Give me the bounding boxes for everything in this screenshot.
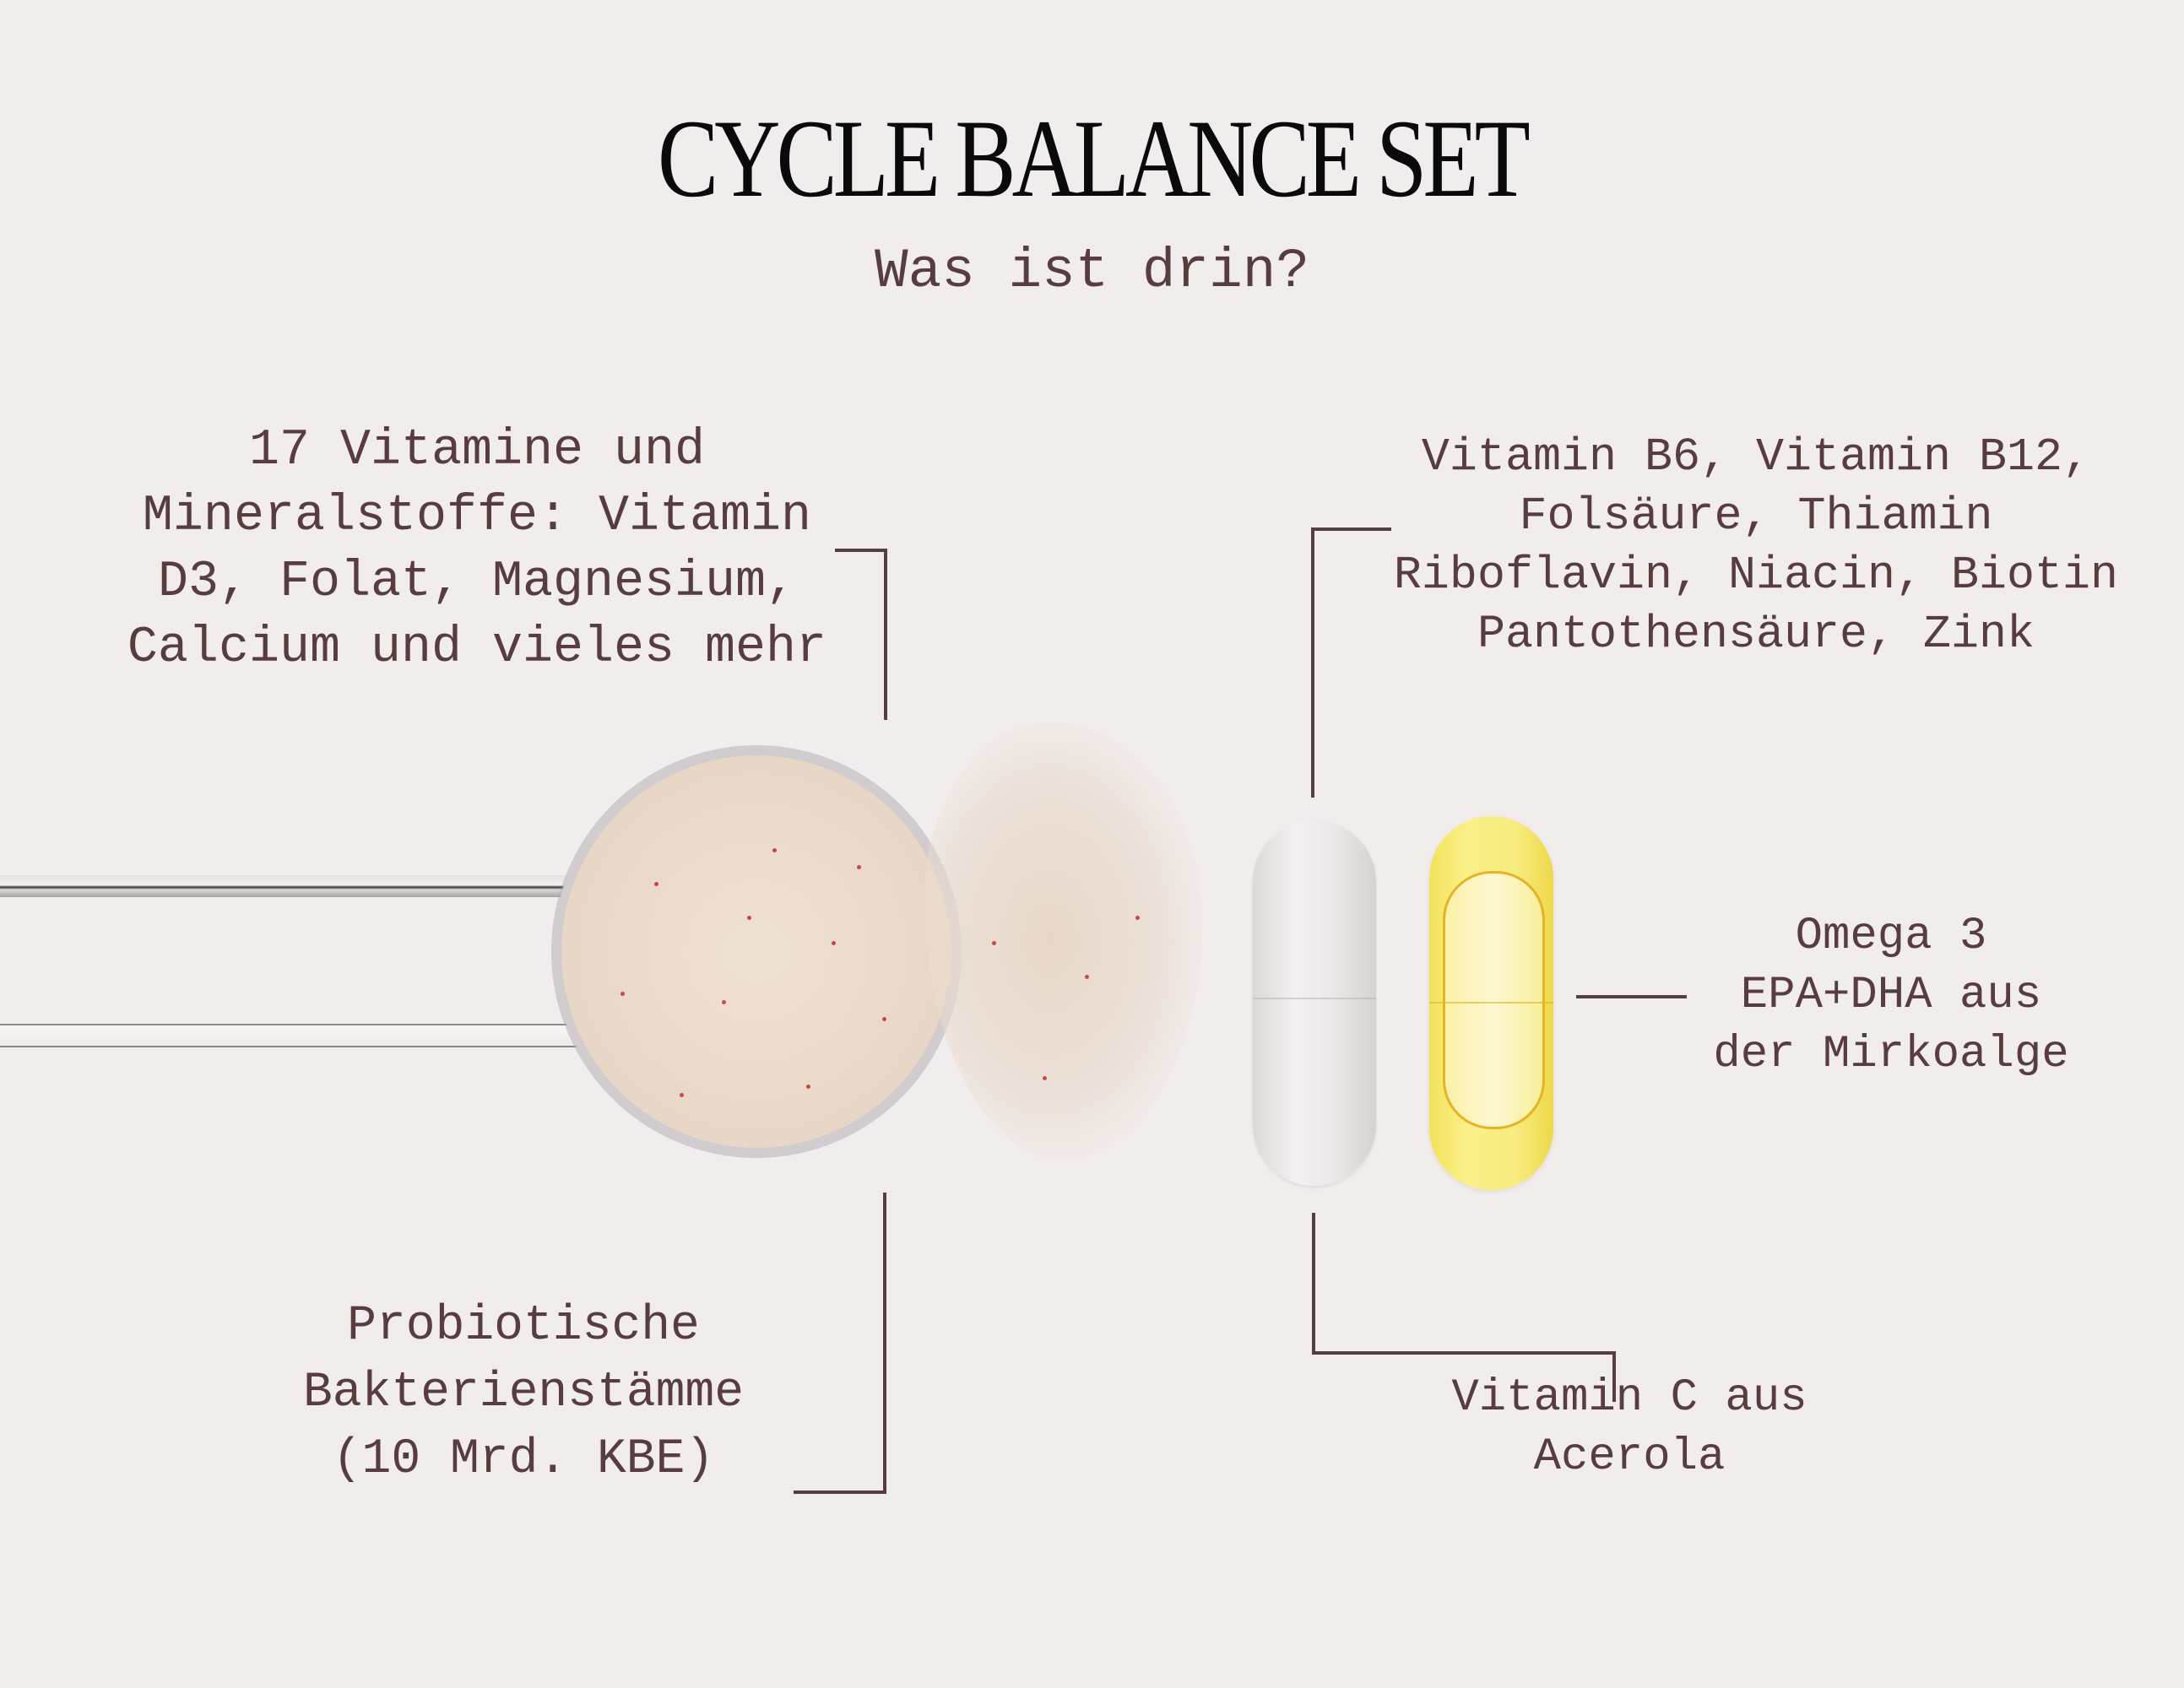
spoon-handle-upper: [0, 875, 591, 897]
annotation-line: Vitamin C aus: [1451, 1372, 1807, 1424]
white-capsule: [1253, 820, 1376, 1186]
annotation-line: D3, Folat, Magnesium,: [157, 554, 797, 611]
connector-bottom-left-horizontal: [794, 1491, 886, 1494]
annotation-line: 17 Vitamine und: [248, 422, 706, 479]
annotation-line: Riboflavin, Niacin, Biotin: [1393, 549, 2119, 602]
connector-top-left-vertical: [884, 549, 887, 720]
annotation-vitamins-minerals: 17 Vitamine und Mineralstoffe: Vitamin D…: [110, 418, 844, 681]
connector-omega: [1576, 995, 1687, 998]
connector-bottom-right-vertical: [1312, 1213, 1315, 1355]
omega-3-softgel: [1429, 816, 1553, 1190]
annotation-line: Vitamin B6, Vitamin B12,: [1421, 430, 2091, 484]
page-title: CYCLE BALANCE SET: [657, 96, 1531, 220]
annotation-line: Bakterienstämme: [302, 1366, 745, 1420]
annotation-line: EPA+DHA aus: [1740, 970, 2042, 1021]
annotation-line: Probiotische: [347, 1299, 700, 1354]
annotation-line: Folsäure, Thiamin: [1519, 490, 1993, 543]
connector-bottom-right-horizontal: [1312, 1351, 1615, 1355]
annotation-line: Calcium und vieles mehr: [127, 619, 827, 677]
annotation-line: Pantothensäure, Zink: [1477, 608, 2035, 661]
annotation-line: Mineralstoffe: Vitamin: [142, 488, 812, 545]
connector-top-right-horizontal: [1311, 528, 1391, 531]
connector-bottom-left-vertical: [883, 1193, 886, 1494]
annotation-vitamin-c: Vitamin C aus Acerola: [1418, 1369, 1840, 1487]
loose-powder-pile: [924, 722, 1203, 1160]
annotation-omega-3: Omega 3 EPA+DHA aus der Mirkoalge: [1680, 907, 2102, 1085]
annotation-line: Acerola: [1533, 1431, 1726, 1483]
annotation-b-vitamins: Vitamin B6, Vitamin B12, Folsäure, Thiam…: [1385, 428, 2127, 664]
spoon-bowl-powder: [553, 747, 960, 1156]
connector-top-right-vertical: [1311, 528, 1314, 798]
annotation-probiotics: Probiotische Bakterienstämme (10 Mrd. KB…: [253, 1293, 794, 1493]
connector-bottom-right-drop: [1612, 1351, 1616, 1402]
connector-top-left-horizontal: [835, 549, 887, 552]
annotation-line: (10 Mrd. KBE): [332, 1432, 715, 1487]
spoon-handle-lower: [0, 1024, 591, 1047]
page-subtitle: Was ist drin?: [875, 240, 1309, 303]
annotation-line: Omega 3: [1795, 911, 1987, 962]
annotation-line: der Mirkoalge: [1713, 1029, 2069, 1080]
